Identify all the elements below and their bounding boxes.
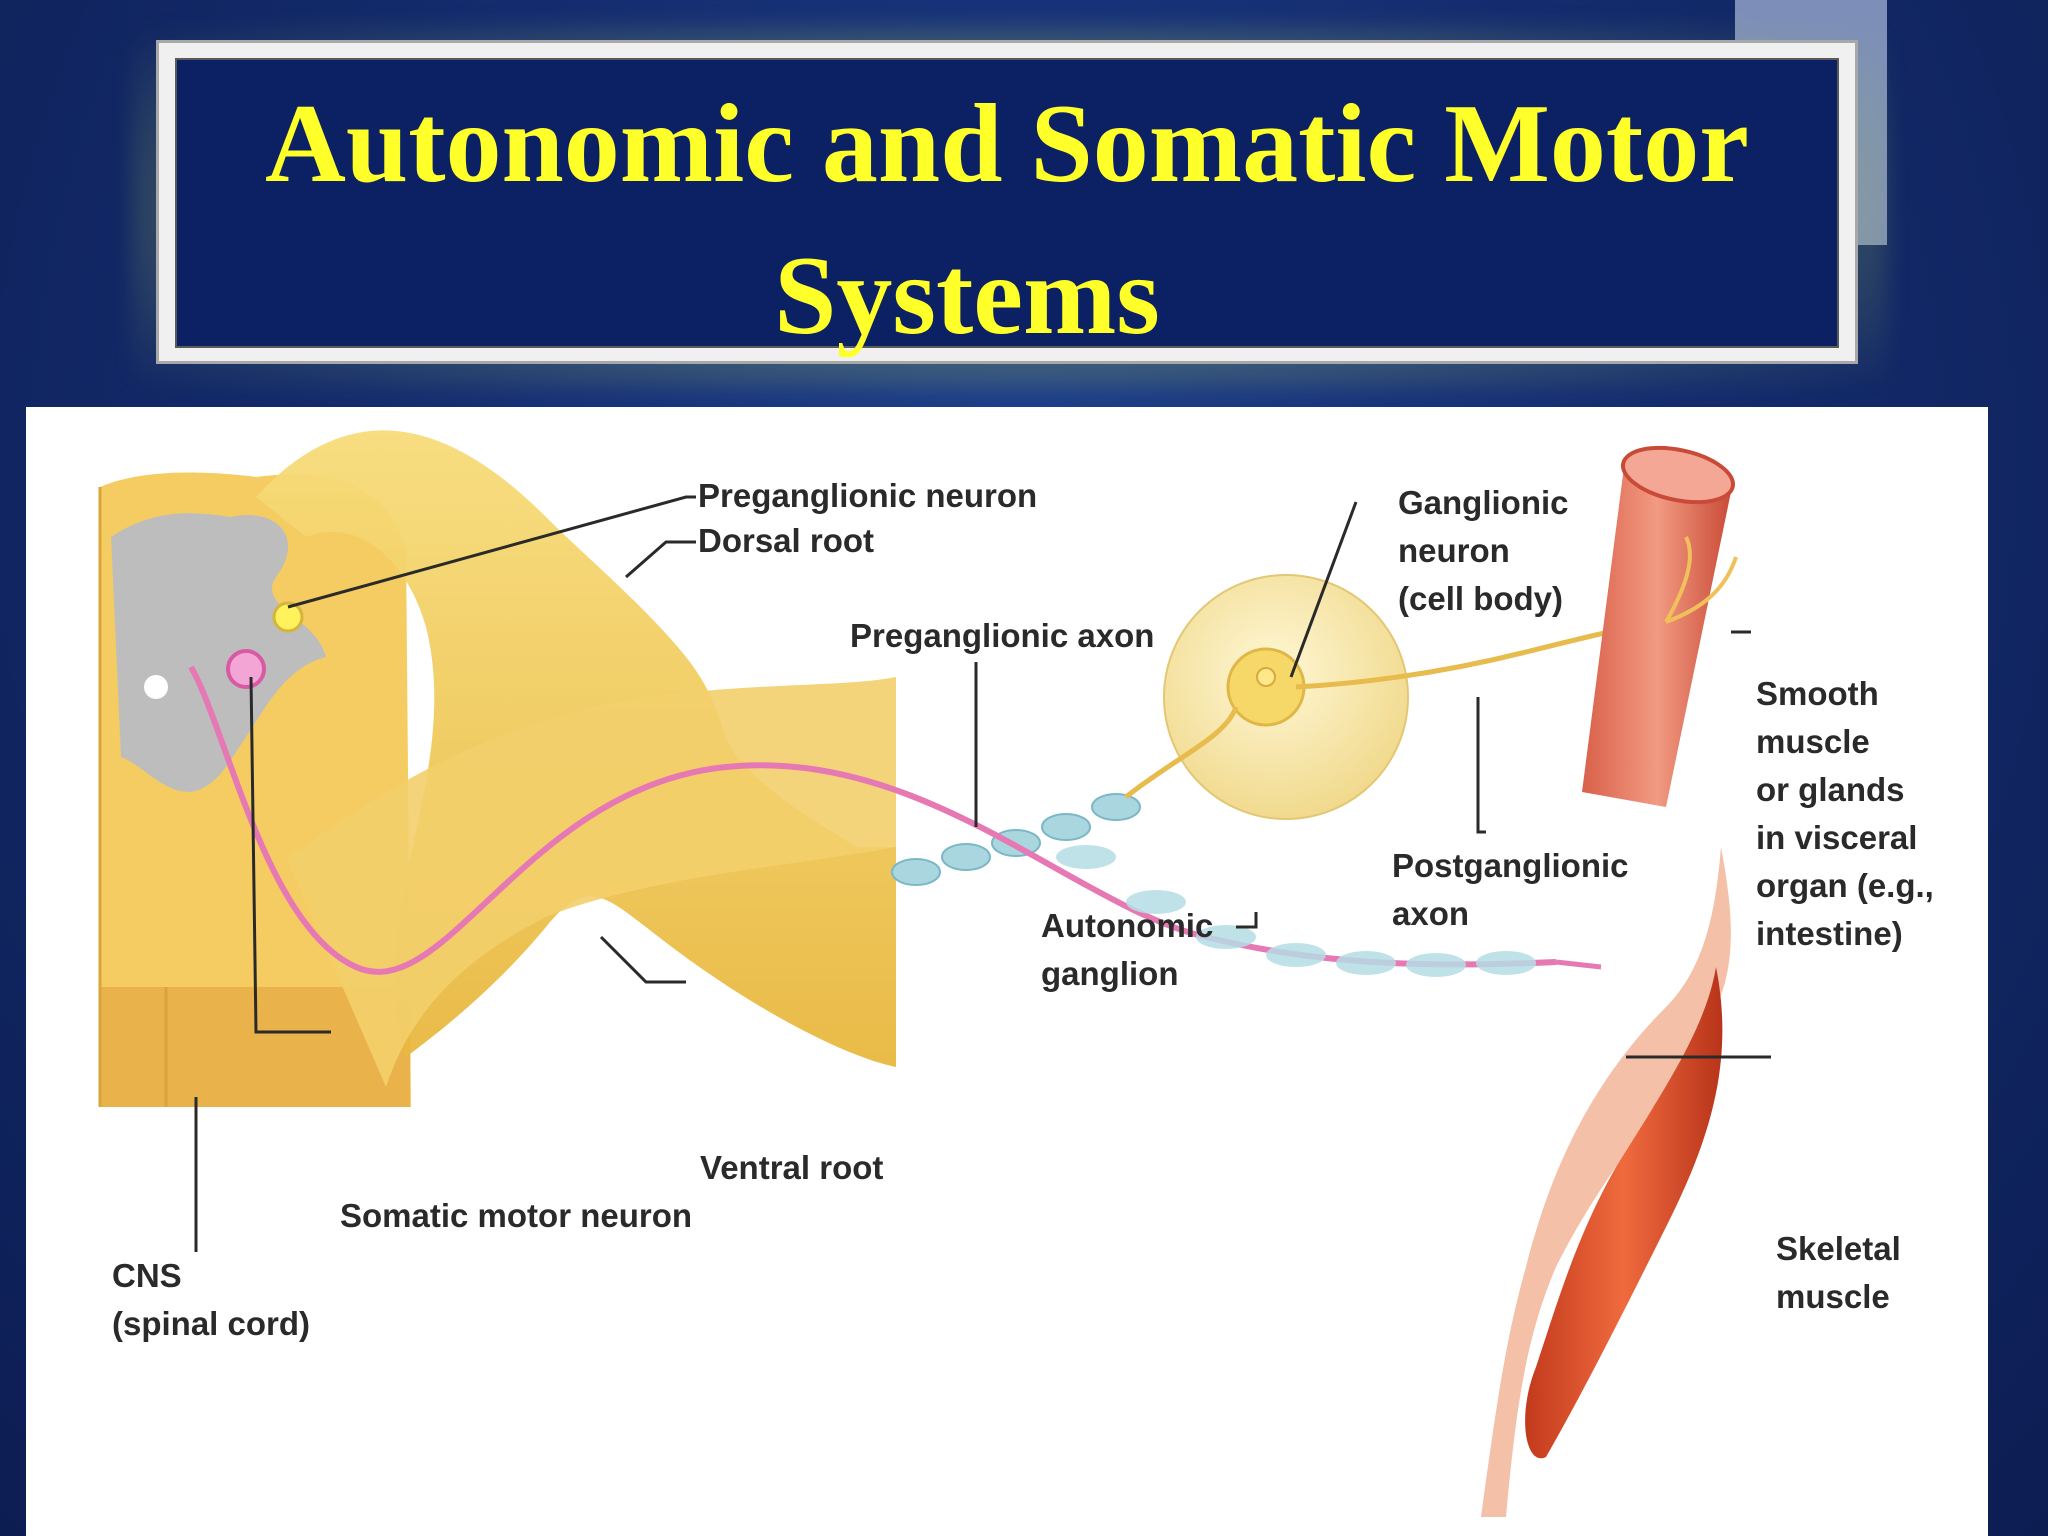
label-smooth-muscle-6: intestine) — [1756, 915, 1903, 952]
preganglionic-neuron-body — [272, 601, 304, 633]
somatic-motor-neuron-body — [226, 649, 266, 689]
label-smooth-muscle-1: Smooth — [1756, 675, 1879, 712]
smooth-muscle-organ — [1582, 445, 1738, 807]
label-smooth-muscle-3: or glands — [1756, 771, 1905, 808]
diagram-labels: Preganglionic neuron Dorsal root Pregang… — [112, 477, 1934, 1342]
label-ganglionic-neuron-3: (cell body) — [1398, 580, 1563, 617]
label-somatic-motor-neuron: Somatic motor neuron — [340, 1197, 692, 1234]
neuron-diagram: Preganglionic neuron Dorsal root Pregang… — [98, 430, 1934, 1517]
somatic-myelin — [1056, 845, 1536, 977]
ventral-root — [286, 677, 896, 1087]
label-smooth-muscle-5: organ (e.g., — [1756, 867, 1934, 904]
label-cns-2: (spinal cord) — [112, 1305, 310, 1342]
label-autonomic-ganglion-2: ganglion — [1041, 955, 1178, 992]
label-postganglionic-axon-2: axon — [1392, 895, 1469, 932]
label-skeletal-muscle-2: muscle — [1776, 1278, 1890, 1315]
label-ganglionic-neuron-1: Ganglionic — [1398, 484, 1569, 521]
label-autonomic-ganglion-1: Autonomic — [1041, 907, 1213, 944]
label-dorsal-root: Dorsal root — [698, 522, 874, 559]
label-postganglionic-axon-1: Postganglionic — [1392, 847, 1629, 884]
label-smooth-muscle-4: in visceral — [1756, 819, 1917, 856]
title-box: Autonomic and Somatic Motor Systems — [175, 58, 1839, 352]
preganglionic-axon — [891, 793, 1141, 886]
label-cns-1: CNS — [112, 1257, 182, 1294]
leader-lines — [194, 495, 1771, 1252]
skeletal-muscle — [1481, 847, 1731, 1517]
label-smooth-muscle-2: muscle — [1756, 723, 1870, 760]
slide-title-line-1: Autonomic and Somatic Motor — [265, 82, 1749, 206]
diagram-panel: Preganglionic neuron Dorsal root Pregang… — [26, 407, 1988, 1536]
label-preganglionic-axon: Preganglionic axon — [850, 617, 1154, 654]
slide-title-line-2: Systems — [774, 234, 1160, 358]
label-ganglionic-neuron-2: neuron — [1398, 532, 1510, 569]
label-skeletal-muscle-1: Skeletal — [1776, 1230, 1901, 1267]
label-preganglionic-neuron: Preganglionic neuron — [698, 477, 1037, 514]
label-ventral-root: Ventral root — [700, 1149, 883, 1186]
